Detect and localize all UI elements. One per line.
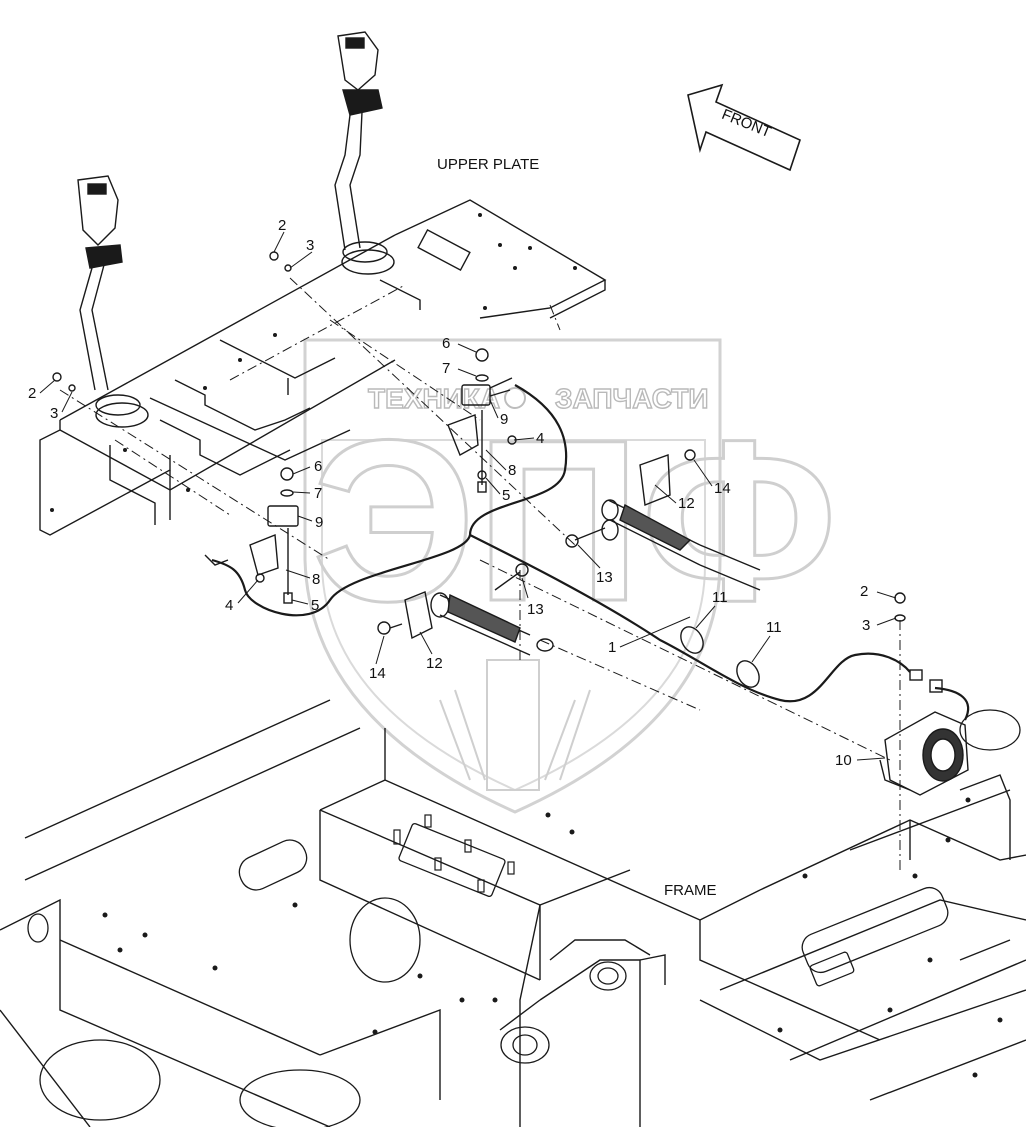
joystick-right — [334, 31, 395, 275]
callout-8: 8 — [312, 571, 320, 588]
callout-7: 7 — [314, 485, 322, 502]
joystick-left — [77, 175, 149, 428]
callouts: 1 2 2 2 3 3 3 4 4 5 5 6 6 7 7 8 8 9 9 10… — [28, 217, 870, 769]
damper-right — [601, 454, 761, 591]
connectors — [909, 669, 943, 693]
callout-3: 3 — [50, 405, 58, 422]
bolts — [52, 251, 906, 635]
watermark-shield — [303, 338, 722, 814]
callout-14: 14 — [714, 480, 731, 497]
callout-9: 9 — [500, 411, 508, 428]
frame-label: FRAME — [664, 882, 717, 899]
callout-6: 6 — [314, 458, 322, 475]
construction-lines — [59, 277, 901, 870]
callout-4: 4 — [225, 597, 233, 614]
switch-lower — [204, 467, 299, 604]
front-arrow-icon — [687, 83, 801, 172]
frame-holes — [27, 709, 1021, 1127]
callout-14: 14 — [369, 665, 386, 682]
callout-1: 1 — [608, 639, 616, 656]
callout-12: 12 — [426, 655, 443, 672]
front-arrow: FRONT — [687, 83, 801, 172]
upper-plate-label: UPPER PLATE — [437, 156, 539, 173]
alarm-unit — [879, 711, 969, 796]
damper-left — [404, 591, 554, 656]
callout-13: 13 — [527, 601, 544, 618]
callout-3: 3 — [306, 237, 314, 254]
frame-structure — [0, 699, 1026, 1127]
callout-9: 9 — [315, 514, 323, 531]
callout-11: 11 — [766, 619, 782, 636]
watermark: ЭПФ ТЕХНИКА ЗАПЧАСТИ — [303, 338, 839, 814]
callout-3: 3 — [862, 617, 870, 634]
callout-5: 5 — [311, 597, 319, 614]
callout-5: 5 — [502, 487, 510, 504]
watermark-left-word: ТЕХНИКА — [368, 383, 500, 414]
callout-2: 2 — [278, 217, 286, 234]
watermark-wheat — [439, 659, 591, 791]
callout-6: 6 — [442, 335, 450, 352]
callout-11: 11 — [712, 589, 728, 606]
callout-2: 2 — [860, 583, 868, 600]
upper-plate — [39, 199, 607, 536]
cable-clamps — [680, 626, 760, 688]
callout-12: 12 — [678, 495, 695, 512]
callout-2: 2 — [28, 385, 36, 402]
frame-bolt-holes — [102, 797, 1003, 1078]
callout-8: 8 — [508, 462, 516, 479]
callout-10: 10 — [835, 752, 852, 769]
gear-icon — [504, 387, 526, 409]
callout-7: 7 — [442, 360, 450, 377]
switch-upper — [447, 348, 513, 493]
upper-plate-holes — [50, 213, 577, 512]
callout-13: 13 — [596, 569, 613, 586]
watermark-logo: ЭПФ — [312, 392, 837, 649]
watermark-right-word: ЗАПЧАСТИ — [555, 383, 708, 414]
callout-4: 4 — [536, 430, 544, 447]
leader-lines — [39, 231, 897, 761]
frame-pins — [393, 814, 515, 893]
